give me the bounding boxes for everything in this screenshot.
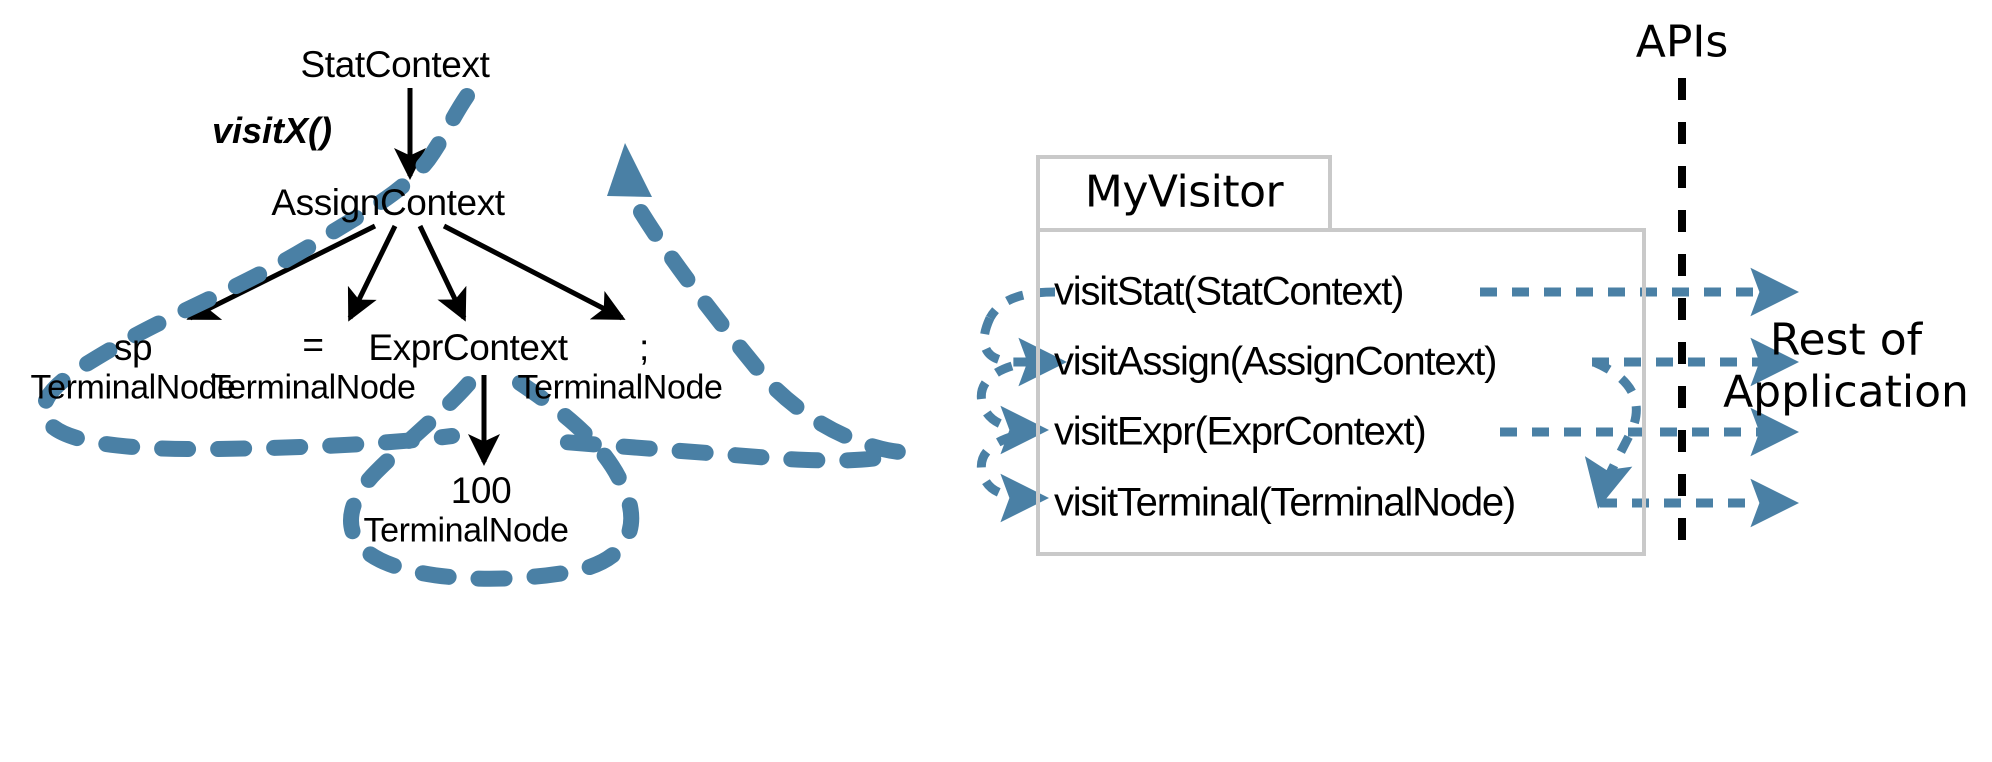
dispatch-curve-to-visit-assign [979,316,1067,387]
tree-walk-dashed-path-right [532,204,929,469]
terminal-hundred-dashed-lasso [343,374,640,587]
rest-of-application-line2: Application [1723,366,1969,418]
visit-method-callout-label: visitX() [211,110,333,151]
tree-node-semicolon-terminal: TerminalNode [517,368,723,407]
tree-edge-assign-sp [186,223,377,321]
tree-edge-assign-eq [347,224,398,322]
visitor-method-visit-terminal[interactable]: visitTerminal(TerminalNode) [1054,480,1516,525]
dispatch-curve-to-visit-stat [986,287,1056,321]
tree-node-expr-context: ExprContext [368,327,568,368]
dispatch-curve-to-visit-expr [976,361,1049,455]
visitor-class-name: MyVisitor [1084,166,1284,218]
tree-node-stat-context: StatContext [300,44,490,85]
api-boundary-label: APIs [1635,16,1729,68]
rest-of-application-line1: Rest of [1769,314,1923,366]
tree-node-equals-token: = [302,324,324,365]
tree-node-sp-token: sp [113,327,153,368]
tree-node-equals-terminal: TerminalNode [210,368,416,407]
tree-edge-assign-semi [442,223,626,321]
tree-node-assign-context: AssignContext [271,182,505,223]
visitor-method-visit-expr[interactable]: visitExpr(ExprContext) [1054,409,1427,454]
tree-node-sp-terminal: TerminalNode [30,368,236,407]
tree-node-hundred-terminal: TerminalNode [363,511,569,550]
tree-edge-assign-expr [417,224,467,322]
walk-direction-triangle [607,143,652,197]
tree-node-semicolon-token: ; [639,327,649,368]
dispatch-curve-to-visit-terminal [976,431,1049,523]
visitor-class-tab [1036,155,1332,229]
visitor-method-visit-assign[interactable]: visitAssign(AssignContext) [1054,339,1497,384]
visitor-method-visit-stat[interactable]: visitStat(StatContext) [1054,269,1404,314]
tree-walk-dashed-path [36,88,475,458]
visitor-class-body [1036,228,1646,556]
tree-node-hundred-token: 100 [450,470,512,511]
